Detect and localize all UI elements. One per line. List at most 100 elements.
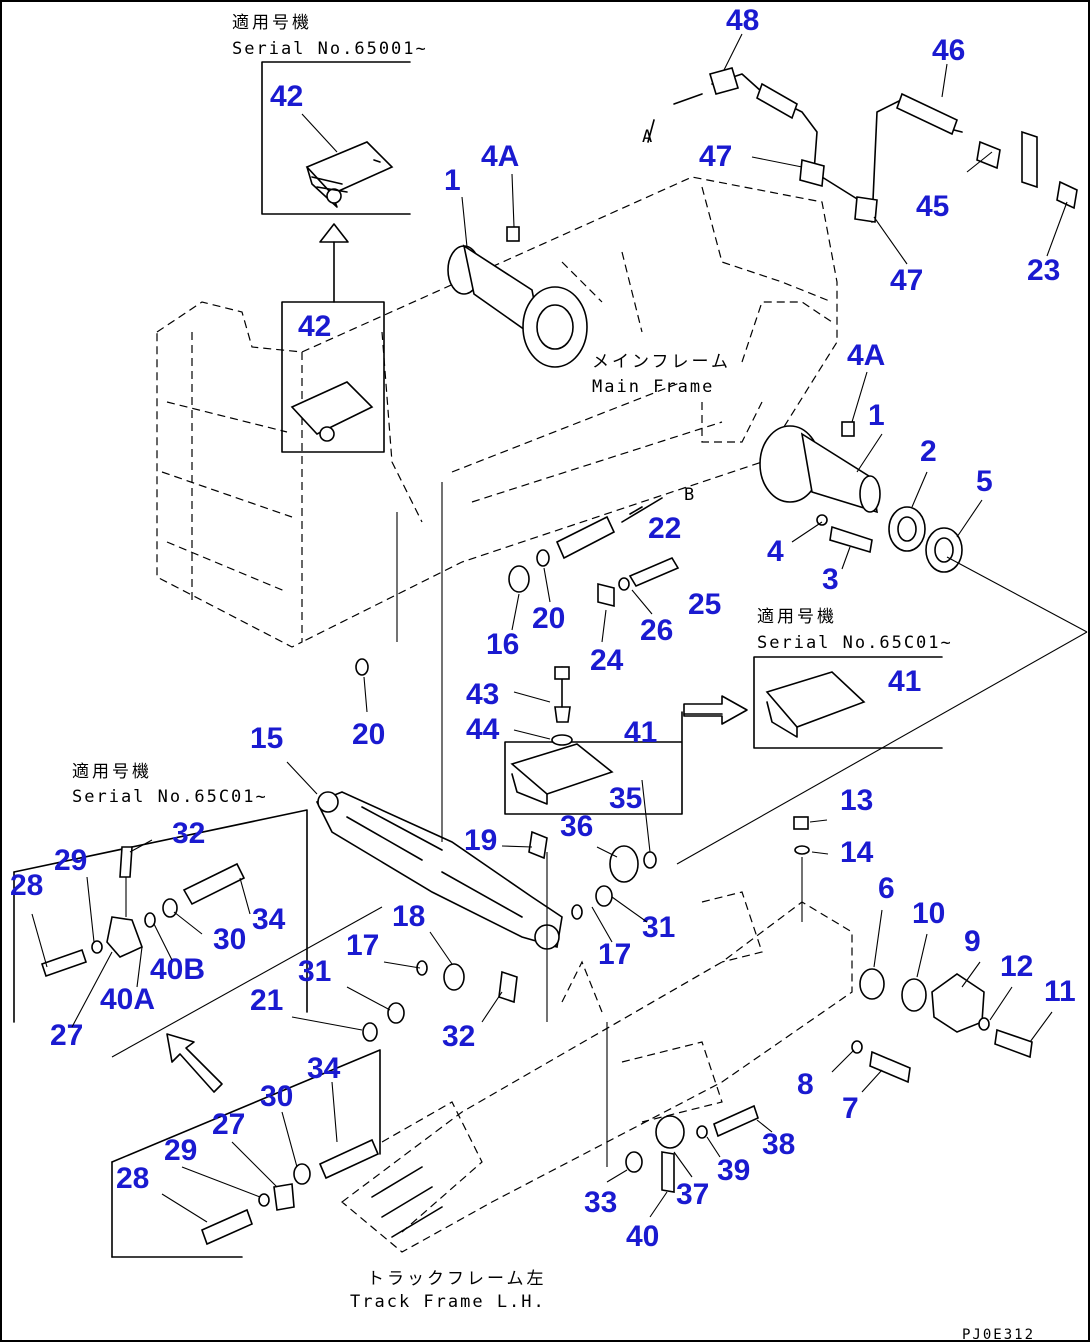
callout: 41 — [624, 716, 657, 749]
frame-stub-upper — [447, 226, 588, 368]
callout: 45 — [916, 190, 949, 223]
callout: 8 — [797, 1068, 814, 1101]
serial-note-top-en: Serial No.65001~ — [232, 39, 428, 59]
detail-box-bottom — [111, 1049, 381, 1258]
callout: 40A — [100, 983, 155, 1016]
callout: 5 — [976, 465, 993, 498]
callout: 30 — [213, 923, 246, 956]
plate-41-box — [504, 666, 683, 815]
callout: 29 — [164, 1134, 197, 1167]
track-frame-right-parts — [793, 816, 1033, 1084]
sensor-hoses — [647, 67, 1078, 223]
pin-22-assembly — [508, 497, 680, 608]
ref-mark-b: B — [684, 485, 696, 505]
serial-note-left-en: Serial No.65C01~ — [72, 787, 268, 807]
track-frame-label: トラックフレーム左 Track Frame L.H. — [350, 1269, 547, 1312]
callout: 12 — [1000, 950, 1033, 983]
callout: 17 — [346, 929, 379, 962]
callout: 18 — [392, 900, 425, 933]
callout: 4A — [847, 339, 885, 372]
callout: 48 — [726, 4, 759, 37]
main-frame — [156, 176, 838, 648]
callout-labels: 48 46 47 47 45 23 42 42 1 4A 4A 1 2 5 4 … — [10, 4, 1076, 1253]
track-frame-label-en: Track Frame L.H. — [350, 1292, 546, 1312]
callout: 14 — [840, 836, 874, 869]
callout: 21 — [250, 984, 283, 1017]
arrow-up-detail — [319, 223, 349, 303]
callout: 2 — [920, 435, 937, 468]
callout: 31 — [298, 955, 331, 988]
frame-stub-lower — [759, 421, 881, 514]
detail-box-right: 適用号機 Serial No.65C01~ — [753, 607, 953, 749]
main-frame-label-en: Main Frame — [592, 377, 714, 397]
drawing-code: PJ0E312 — [962, 1327, 1035, 1343]
callout: 15 — [250, 722, 283, 755]
leader-lines — [111, 482, 1088, 1167]
callout: 10 — [912, 897, 945, 930]
ref-mark-a: A — [642, 127, 654, 147]
callout: 36 — [560, 810, 593, 843]
callout: 41 — [888, 665, 921, 698]
callout: 19 — [464, 824, 497, 857]
callout: 44 — [466, 713, 500, 746]
serial-note-right-jp: 適用号機 — [757, 607, 837, 627]
arrow-up-left — [166, 1033, 223, 1093]
callout: 17 — [598, 938, 631, 971]
callout: 23 — [1027, 254, 1060, 287]
callout: 37 — [676, 1178, 709, 1211]
track-frame-label-jp: トラックフレーム左 — [367, 1269, 547, 1289]
callout: 43 — [466, 678, 499, 711]
serial-note-top-jp: 適用号機 — [232, 13, 312, 33]
callout: 22 — [648, 512, 681, 545]
callout: 3 — [822, 563, 839, 596]
callout: 27 — [50, 1019, 83, 1052]
callout: 28 — [116, 1162, 149, 1195]
callout: 40 — [626, 1220, 659, 1253]
misc-fasteners — [355, 658, 759, 1193]
callout: 25 — [688, 588, 721, 621]
callout: 1 — [444, 164, 461, 197]
callout: 24 — [590, 644, 624, 677]
callout: 29 — [54, 844, 87, 877]
callout: 42 — [270, 80, 303, 113]
arrow-right-detail — [683, 695, 748, 725]
callout: 4A — [481, 140, 519, 173]
detail-box-top: 適用号機 Serial No.65001~ — [232, 13, 428, 215]
callout: 16 — [486, 628, 519, 661]
callout: 20 — [532, 602, 565, 635]
callout: 1 — [868, 399, 885, 432]
callout: 26 — [640, 614, 673, 647]
callout: 40B — [150, 953, 205, 986]
seal-parts — [816, 506, 963, 573]
callout: 13 — [840, 784, 873, 817]
callout: 20 — [352, 718, 385, 751]
serial-note-left-jp: 適用号機 — [72, 762, 152, 782]
callout: 38 — [762, 1128, 795, 1161]
callout: 27 — [212, 1108, 245, 1141]
callout: 47 — [699, 140, 732, 173]
callout: 6 — [878, 872, 895, 905]
callout: 28 — [10, 869, 43, 902]
track-frame — [341, 891, 853, 1253]
callout: 46 — [932, 34, 965, 67]
callout: 30 — [260, 1080, 293, 1113]
callout: 35 — [609, 782, 642, 815]
callout: 7 — [842, 1092, 859, 1125]
callout: 34 — [307, 1052, 341, 1085]
callout: 32 — [442, 1020, 475, 1053]
equalizer-bar — [315, 791, 563, 950]
callout: 33 — [584, 1186, 617, 1219]
callout: 9 — [964, 925, 981, 958]
callout: 42 — [298, 310, 331, 343]
main-frame-label-jp: メインフレーム — [592, 352, 731, 372]
callout: 39 — [717, 1154, 750, 1187]
callout-leaders — [31, 33, 1068, 1223]
detail-box-left: 適用号機 Serial No.65C01~ — [13, 762, 308, 1023]
callout: 34 — [252, 903, 286, 936]
callout: 31 — [642, 911, 675, 944]
callout: 4 — [767, 535, 784, 568]
callout: 47 — [890, 264, 923, 297]
serial-note-right-en: Serial No.65C01~ — [757, 633, 953, 653]
